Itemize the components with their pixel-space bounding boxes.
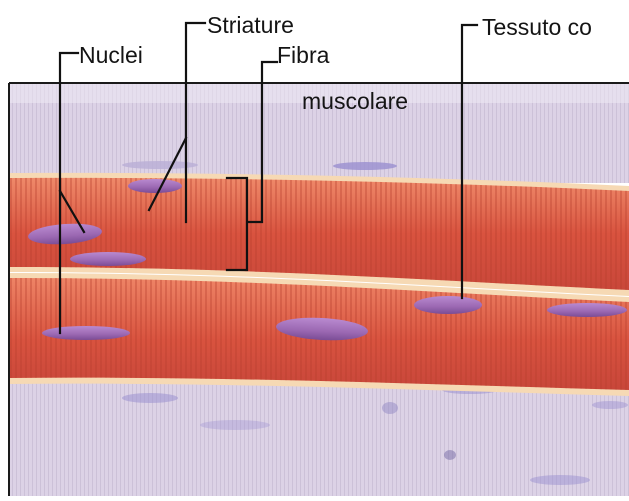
- nucleus: [414, 296, 482, 314]
- nucleus: [42, 326, 130, 340]
- label-muscolare: muscolare: [302, 88, 408, 114]
- label-fibra: Fibra: [277, 42, 329, 68]
- nucleus: [70, 252, 146, 266]
- nucleus: [128, 179, 182, 193]
- label-tessuto-connettivo: Tessuto co: [482, 14, 592, 40]
- nucleus: [547, 303, 627, 317]
- label-nuclei: Nuclei: [79, 42, 143, 68]
- label-striature: Striature: [207, 12, 294, 38]
